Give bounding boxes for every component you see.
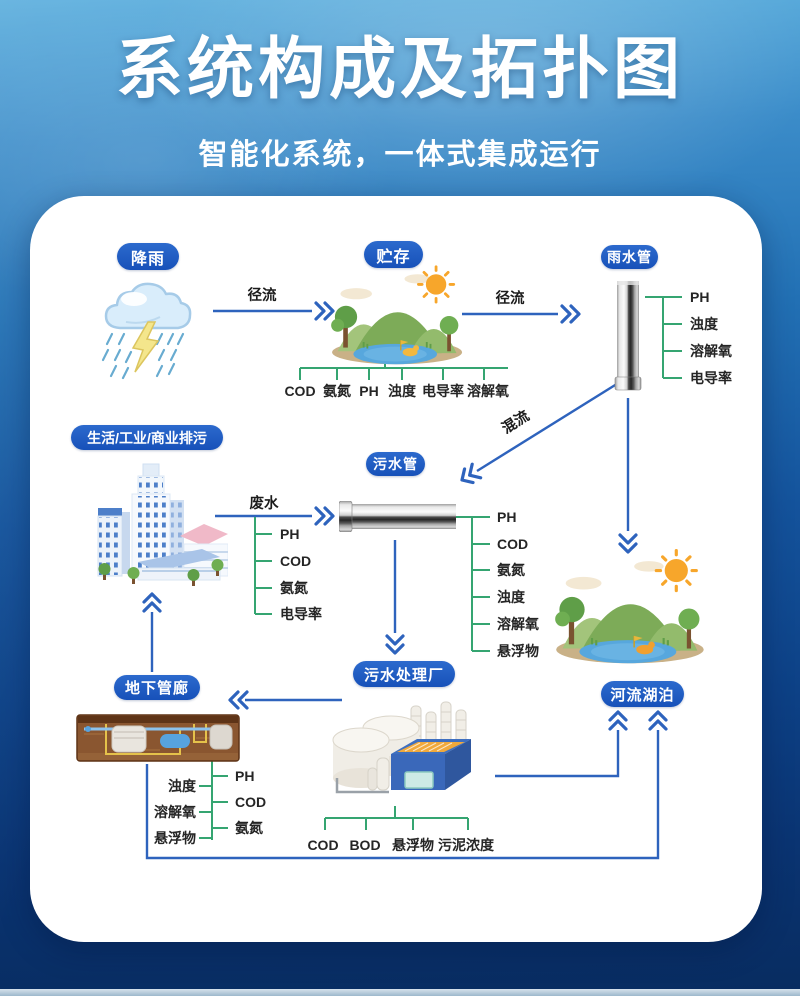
param-label: COD (280, 553, 312, 569)
param-label: 浊度 (388, 383, 416, 399)
edge-label-wastewater: 废水 (249, 495, 279, 512)
node-badge-underground-gallery: 地下管廊 (114, 675, 200, 700)
param-label: 悬浮物 (154, 830, 196, 846)
param-label: 浊度 (690, 316, 718, 332)
param-label: 溶解氧 (154, 804, 196, 820)
page-subtitle: 智能化系统，一体式集成运行 (198, 139, 602, 171)
param-label: 悬浮物 (497, 643, 539, 659)
horizontal-pipe-icon (339, 501, 456, 532)
param-label: PH (690, 289, 710, 305)
node-badge-river-lake: 河流湖泊 (601, 681, 684, 707)
param-label: PH (280, 526, 300, 542)
treatment-plant-icon (332, 701, 471, 794)
param-label: COD (497, 536, 529, 552)
edge-label-runoff-2: 径流 (495, 290, 525, 307)
node-badge-treatment-plant: 污水处理厂 (353, 661, 455, 687)
node-badge-storage: 贮存 (364, 241, 423, 268)
param-label: PH (235, 768, 255, 784)
lightning-icon (131, 321, 160, 373)
node-badge-rain-pipe: 雨水管 (601, 245, 658, 269)
param-label: 电导率 (422, 383, 464, 399)
param-label: 溶解氧 (690, 343, 732, 359)
footer-strip (0, 989, 800, 996)
param-label: 电导率 (690, 370, 732, 386)
edge-label-runoff-1: 径流 (247, 287, 277, 304)
param-label: 氨氮 (280, 580, 308, 596)
sun-icon (417, 265, 456, 304)
underground-gallery-icon (76, 714, 240, 762)
param-label: PH (359, 383, 379, 399)
param-label: 悬浮物 (392, 837, 434, 853)
param-label: COD (235, 794, 267, 810)
param-label: COD (284, 383, 316, 399)
node-badge-rainfall: 降雨 (117, 243, 179, 270)
plant-tanks (332, 715, 420, 788)
page-title: 系统构成及拓扑图 (116, 32, 684, 107)
param-label: 溶解氧 (467, 383, 509, 399)
param-label: 浊度 (497, 589, 525, 605)
param-label: BOD (349, 837, 381, 853)
param-label: 浊度 (168, 778, 196, 794)
param-label: 氨氮 (235, 820, 263, 836)
vertical-pipe-icon (614, 281, 642, 391)
param-label: 污泥浓度 (438, 837, 494, 853)
mountain-lake-icon (331, 265, 463, 365)
param-label: PH (497, 509, 517, 525)
rain-cloud-icon (101, 282, 192, 380)
param-label: 氨氮 (323, 383, 351, 399)
param-label: 氨氮 (497, 562, 525, 578)
trees (98, 559, 224, 586)
rain-drops (101, 332, 185, 380)
city-buildings-icon (97, 463, 228, 586)
param-label: 溶解氧 (497, 616, 539, 632)
sun-icon (654, 548, 698, 593)
node-badge-sewage-pipe: 污水管 (366, 452, 425, 476)
param-label: 电导率 (280, 606, 322, 622)
node-badge-sewage-source: 生活/工业/商业排污 (71, 425, 223, 450)
param-label: COD (307, 837, 339, 853)
river-lake-icon (555, 548, 704, 664)
